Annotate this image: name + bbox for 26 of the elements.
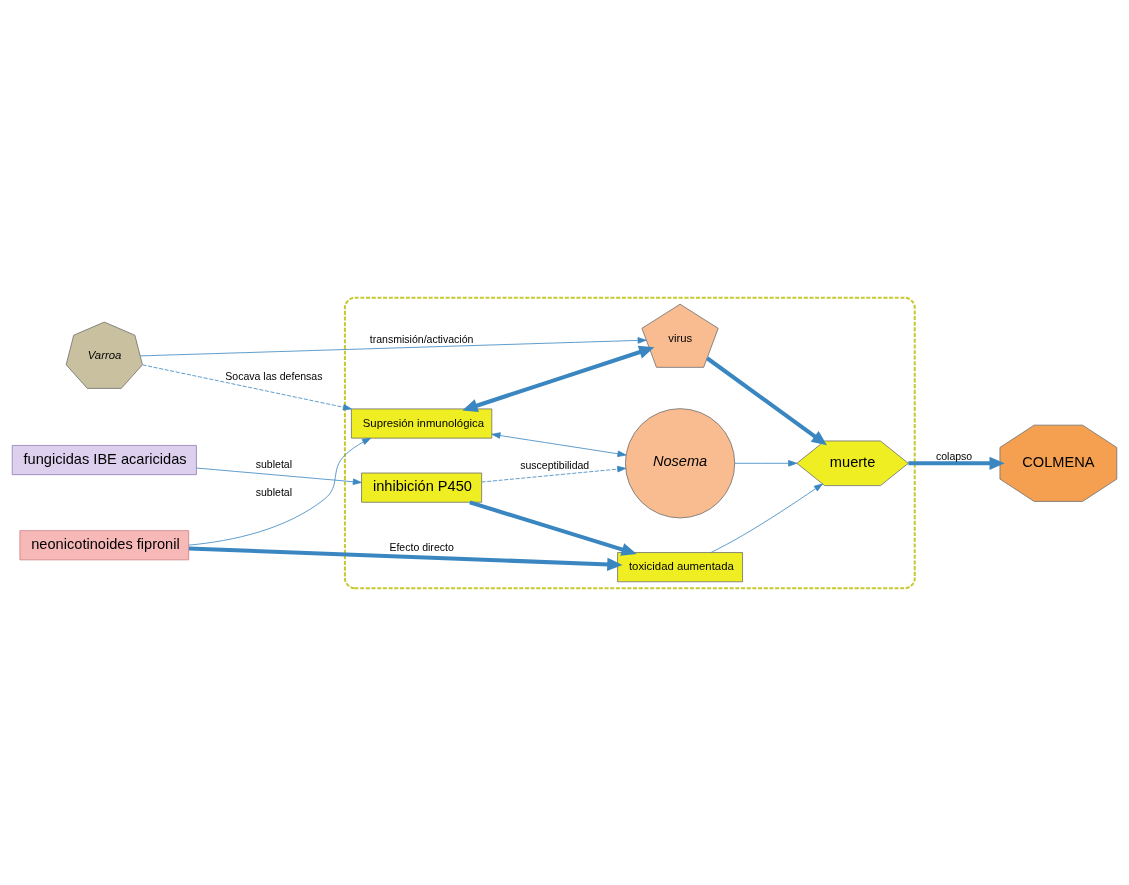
edge-label: subletal (255, 485, 293, 498)
arrow (710, 483, 823, 553)
arrow (188, 437, 372, 546)
edge-label: Efecto directo (389, 540, 454, 553)
edge-label: susceptibilidad (520, 458, 590, 471)
arrow (142, 363, 352, 410)
edge-label: colapso (935, 449, 973, 462)
node-box: Supresión inmunológica (351, 408, 493, 439)
arrow (481, 465, 627, 482)
node-box: toxicidad aumentada (617, 551, 743, 582)
arrow (469, 499, 637, 556)
arrow (491, 431, 627, 457)
arrow (188, 545, 623, 571)
edge-label: Socava las defensas (225, 369, 323, 382)
arrow (196, 467, 362, 485)
edge-label: transmisión/activación (369, 332, 474, 345)
arrow (908, 456, 1005, 470)
node-box: neonicotinoides fipronil (19, 529, 190, 560)
arrow (734, 459, 798, 467)
arrow (139, 336, 647, 356)
node-box: fungicidas IBE acaricidas (11, 444, 197, 475)
node-box: inhibición P450 (361, 472, 483, 503)
arrow (462, 345, 655, 412)
arrow (706, 356, 827, 445)
edge-label: subletal (255, 457, 293, 470)
node-circle: Nosema (625, 407, 736, 518)
